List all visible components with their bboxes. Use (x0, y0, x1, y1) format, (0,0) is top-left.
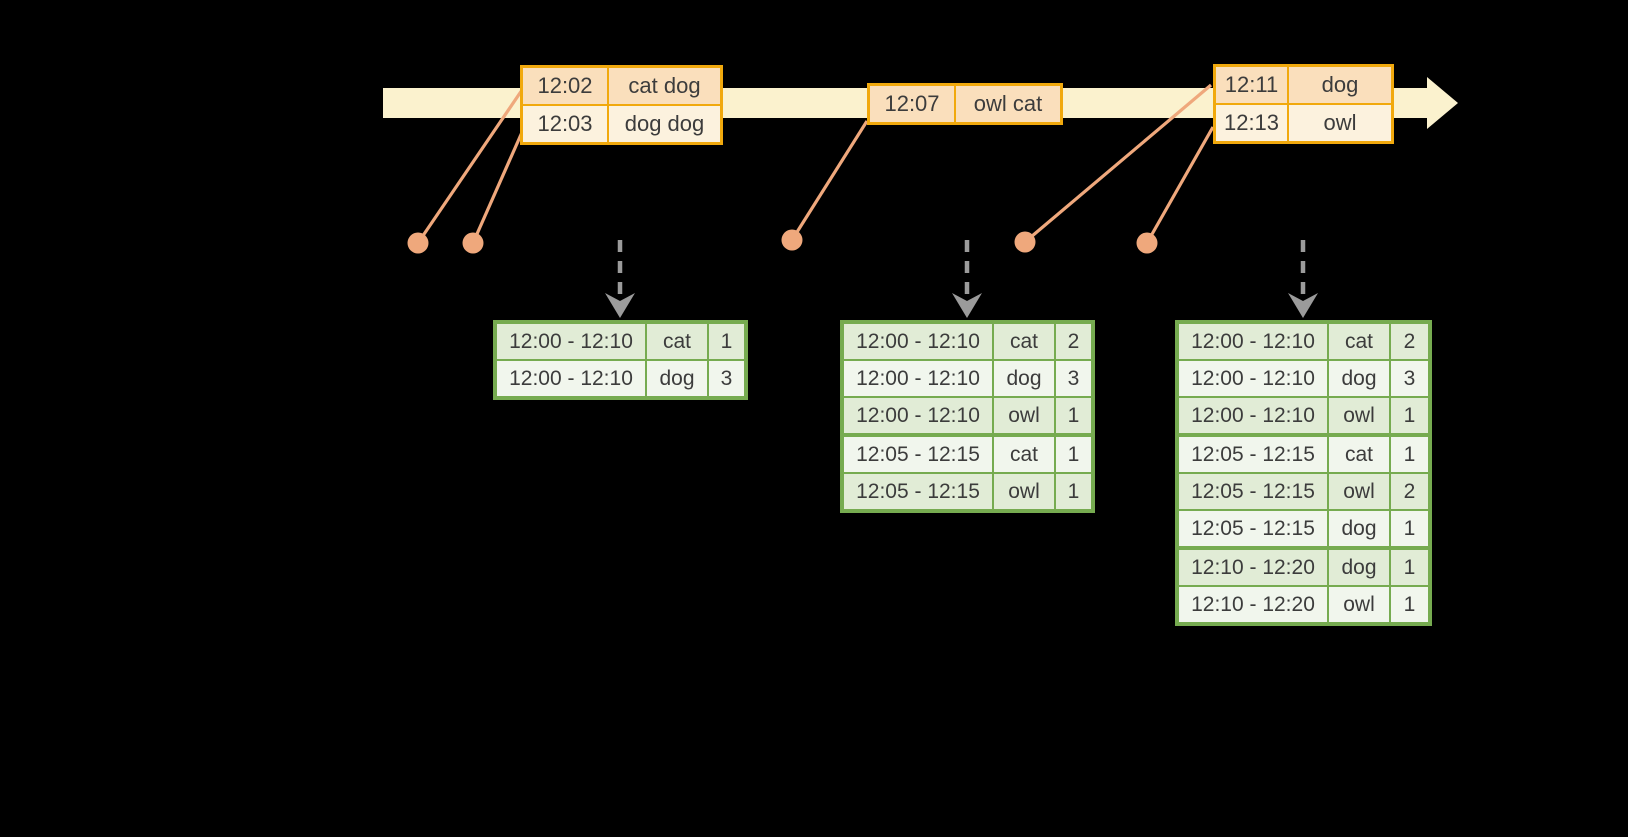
words-cell: owl (1289, 105, 1391, 141)
event-dot (407, 232, 429, 254)
word-cell: dog (1329, 511, 1391, 546)
event-dot (462, 232, 484, 254)
timeline-arrowhead-icon (1427, 77, 1458, 129)
connector-line (1145, 126, 1215, 244)
word-cell: cat (994, 324, 1056, 359)
trigger-arrowhead-icon (605, 293, 635, 318)
words-cell: owl cat (956, 86, 1060, 122)
trigger-arrowhead-icon (1288, 293, 1318, 318)
words-cell: dog (1289, 67, 1391, 103)
connector-line (471, 129, 525, 244)
count-cell: 1 (1391, 587, 1428, 622)
window-cell: 12:00 - 12:10 (844, 398, 994, 433)
count-cell: 1 (1056, 437, 1091, 472)
event-dot (1136, 232, 1158, 254)
word-cell: owl (994, 398, 1056, 433)
window-cell: 12:05 - 12:15 (844, 437, 994, 472)
word-cell: dog (1329, 361, 1391, 396)
count-cell: 1 (1391, 437, 1428, 472)
word-cell: owl (994, 474, 1056, 509)
count-cell: 3 (1391, 361, 1428, 396)
window-cell: 12:00 - 12:10 (844, 361, 994, 396)
window-cell: 12:00 - 12:10 (497, 324, 647, 359)
connector-line (416, 89, 524, 244)
count-cell: 3 (709, 361, 744, 396)
count-cell: 1 (709, 324, 744, 359)
window-cell: 12:05 - 12:15 (1179, 437, 1329, 472)
word-cell: owl (1329, 587, 1391, 622)
event-dot (781, 229, 803, 251)
word-cell: owl (1329, 398, 1391, 433)
count-cell: 1 (1391, 511, 1428, 546)
window-cell: 12:05 - 12:15 (1179, 511, 1329, 546)
count-cell: 2 (1391, 474, 1428, 509)
window-cell: 12:00 - 12:10 (1179, 398, 1329, 433)
window-cell: 12:10 - 12:20 (1179, 550, 1329, 585)
count-cell: 2 (1056, 324, 1091, 359)
word-cell: owl (1329, 474, 1391, 509)
count-cell: 1 (1056, 398, 1091, 433)
count-cell: 2 (1391, 324, 1428, 359)
count-cell: 1 (1056, 474, 1091, 509)
word-cell: cat (647, 324, 709, 359)
time-cell: 12:03 (523, 106, 609, 142)
connector-line (790, 120, 869, 241)
trigger-arrowhead-icon (952, 293, 982, 318)
count-cell: 1 (1391, 550, 1428, 585)
window-cell: 12:05 - 12:15 (1179, 474, 1329, 509)
time-cell: 12:13 (1216, 105, 1289, 141)
connector-line (1023, 83, 1213, 244)
count-cell: 3 (1056, 361, 1091, 396)
word-cell: cat (994, 437, 1056, 472)
window-cell: 12:00 - 12:10 (844, 324, 994, 359)
time-cell: 12:11 (1216, 67, 1289, 103)
word-cell: dog (1329, 550, 1391, 585)
word-cell: dog (994, 361, 1056, 396)
count-cell: 1 (1391, 398, 1428, 433)
words-cell: cat dog (609, 68, 720, 104)
window-cell: 12:05 - 12:15 (844, 474, 994, 509)
word-cell: dog (647, 361, 709, 396)
window-cell: 12:00 - 12:10 (1179, 361, 1329, 396)
event-dot (1014, 231, 1036, 253)
window-cell: 12:00 - 12:10 (497, 361, 647, 396)
word-cell: cat (1329, 324, 1391, 359)
word-cell: cat (1329, 437, 1391, 472)
window-cell: 12:10 - 12:20 (1179, 587, 1329, 622)
words-cell: dog dog (609, 106, 720, 142)
window-cell: 12:00 - 12:10 (1179, 324, 1329, 359)
time-cell: 12:02 (523, 68, 609, 104)
time-cell: 12:07 (870, 86, 956, 122)
